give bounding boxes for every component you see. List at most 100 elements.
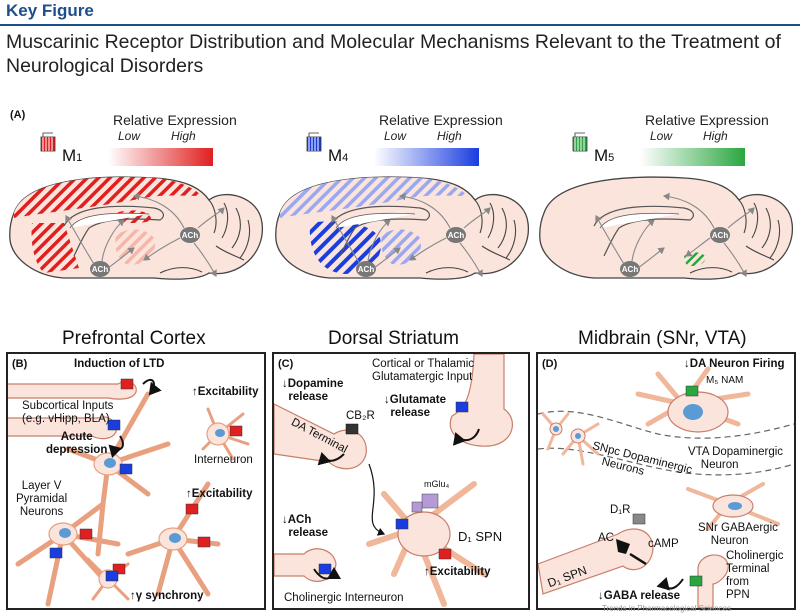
m4-receptor-icon xyxy=(306,132,322,152)
da-firing-text: DA Neuron Firing xyxy=(689,358,785,370)
expression-title: Relative Expression xyxy=(645,112,769,128)
panel-c-label: (C) xyxy=(278,358,294,370)
induction-ltd-label: Induction of LTD xyxy=(74,358,165,370)
panel-d-frame: (D) ↓DA Neuron Firing M₅ NAM SNpc Dopami… xyxy=(536,352,796,610)
receptor-sub: 5 xyxy=(608,152,615,164)
receptor-sub: 1 xyxy=(76,152,83,164)
ach-label: ACh xyxy=(622,265,639,274)
high-label: High xyxy=(703,129,728,143)
ach-release-label: ↓ACh release xyxy=(282,514,329,539)
panel-d-diagram xyxy=(538,366,794,608)
layer-line3: Neurons xyxy=(19,506,64,518)
expression-gradient-bar xyxy=(374,148,479,166)
m5-receptor-icon xyxy=(572,132,588,152)
gaba-text: GABA release xyxy=(603,590,681,602)
glutamate-line1: Glutamate xyxy=(389,394,446,406)
chol-line2: Terminal from xyxy=(726,563,770,588)
ac-label: AC xyxy=(598,532,614,544)
ach-label: ACh xyxy=(448,231,465,240)
expression-title: Relative Expression xyxy=(379,112,503,128)
dopamine-line1: Dopamine xyxy=(287,378,344,390)
snr-line1: SNr GABAergic xyxy=(698,522,778,534)
excitability-top-text: Excitability xyxy=(197,386,259,398)
ach-label: ACh xyxy=(358,265,375,274)
cholinergic-interneuron-label: Cholinergic Interneuron xyxy=(284,592,404,604)
acute-line1: Acute xyxy=(60,431,93,443)
low-label: Low xyxy=(650,129,673,143)
acute-line2: depression xyxy=(46,444,108,456)
panel-d-label: (D) xyxy=(542,358,558,370)
brain-m4: ACh ACh xyxy=(275,176,529,280)
panel-b-frame: (B) Induction of LTD Subcortical Inputs(… xyxy=(6,352,266,610)
receptor-name: M4 xyxy=(328,146,348,166)
panel-c-diagram xyxy=(274,354,513,607)
dopamine-release-label: ↓Dopamine release xyxy=(282,378,344,403)
ach-label: ACh xyxy=(182,231,199,240)
section-title-striatum: Dorsal Striatum xyxy=(328,328,459,349)
expression-gradient-bar xyxy=(640,148,745,166)
receptor-sub: 4 xyxy=(342,152,349,164)
d1r-label: D₁R xyxy=(610,504,631,516)
key-figure-label: Key Figure xyxy=(6,1,94,20)
layer-line1: Layer V xyxy=(21,480,62,492)
expression-gradient-bar xyxy=(108,148,213,166)
legend-m1: Relative Expression Low High M1 xyxy=(38,112,308,172)
synchrony-text: synchrony xyxy=(145,590,204,602)
synchrony-label: ↑γ synchrony xyxy=(130,590,204,602)
header-rule xyxy=(0,24,800,26)
input-line2: Glutamatergic Input xyxy=(372,371,473,383)
panel-b-label: (B) xyxy=(12,358,28,370)
dopamine-line2: release xyxy=(288,391,329,403)
excitability-top-label: ↑Excitability xyxy=(192,386,259,398)
ach-line2: release xyxy=(288,527,329,539)
high-label: High xyxy=(171,129,196,143)
subcortical-inputs-label: Subcortical Inputs(e.g. vHipp, BLA) xyxy=(22,400,113,426)
receptor-name: M5 xyxy=(594,146,614,166)
chol-line3: PPN xyxy=(726,589,750,601)
receptor-main: M xyxy=(328,146,343,165)
vta-line1: VTA Dopaminergic xyxy=(688,446,784,458)
legend-m4: Relative Expression Low High M4 xyxy=(304,112,574,172)
high-label: High xyxy=(437,129,462,143)
excitability-label: ↑Excitability xyxy=(424,566,491,578)
legend-m5: Relative Expression Low High M5 xyxy=(570,112,800,172)
chol-line1: Cholinergic xyxy=(726,550,784,562)
brain-m1: ACh ACh xyxy=(9,176,263,280)
input-line1: Cortical or Thalamic xyxy=(372,358,475,370)
receptor-main: M xyxy=(594,146,609,165)
snr-line2: Neuron xyxy=(710,535,749,547)
camp-label: cAMP xyxy=(648,538,679,550)
excitability-mid-label: ↑Excitability xyxy=(186,488,253,500)
low-label: Low xyxy=(384,129,407,143)
subcortical-line1: Subcortical Inputs xyxy=(22,400,114,412)
vta-line2: Neuron xyxy=(700,459,739,471)
ach-label: ACh xyxy=(712,231,729,240)
expression-title: Relative Expression xyxy=(113,112,237,128)
interneuron-label: Interneuron xyxy=(194,454,253,466)
excitability-mid-text: Excitability xyxy=(191,488,253,500)
panel-a-label: (A) xyxy=(10,109,26,121)
d1-spn-label: D₁ SPN xyxy=(458,529,503,544)
subcortical-line2: (e.g. vHipp, BLA) xyxy=(22,413,110,425)
glutamate-release-label: ↓Glutamate release xyxy=(384,394,446,419)
snr-label: SNr GABAergic Neuron xyxy=(698,522,778,548)
vta-label: VTA Dopaminergic Neuron xyxy=(688,446,783,472)
credit-text: Trends in Pharmacological Sciences xyxy=(602,604,732,613)
receptor-name: M1 xyxy=(62,146,82,166)
section-title-midbrain: Midbrain (SNr, VTA) xyxy=(578,328,747,349)
da-neuron-firing-label: ↓DA Neuron Firing xyxy=(684,358,785,370)
cb2r-label: CB₂R xyxy=(346,410,375,422)
m1-receptor-icon xyxy=(40,132,56,152)
mglu4-label: mGlu₄ xyxy=(424,479,450,489)
ach-line1: ACh xyxy=(287,514,312,526)
glutamate-line2: release xyxy=(390,407,431,419)
receptor-main: M xyxy=(62,146,77,165)
ach-label: ACh xyxy=(92,265,109,274)
excitability-text: Excitability xyxy=(429,566,491,578)
panel-b-diagram xyxy=(8,378,250,607)
